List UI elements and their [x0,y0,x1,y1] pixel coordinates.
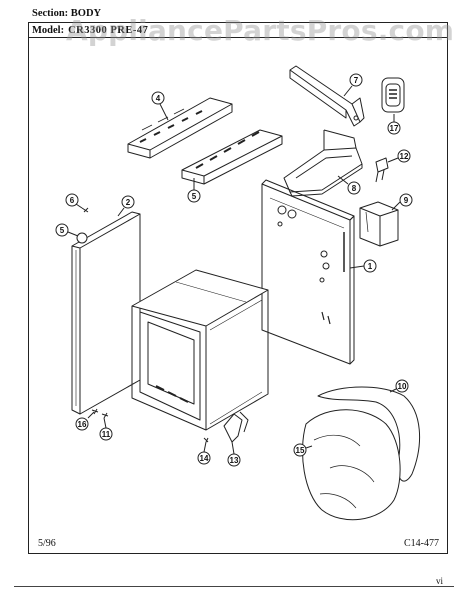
part-16-screw [91,408,99,415]
page-bottom-rule [14,586,454,587]
part-5-clip [76,232,88,244]
part-15-insulation [302,409,401,521]
part-5-bracket [181,129,283,185]
callout-4: 4 [156,94,161,103]
callout-5a: 5 [192,192,197,201]
part-4-bracket [127,97,233,159]
section-heading: Section: BODY [32,8,102,19]
diagram-code: C14-477 [404,538,439,549]
part-12-connector [375,157,389,183]
part-9-box [359,201,399,247]
part-1-side-panel [261,179,355,365]
callout-6: 6 [70,196,75,205]
callout-12: 12 [400,152,409,161]
part-6-screw [81,207,89,213]
corner-mark: vi [436,576,444,586]
watermark: AppliancePartsPros.com [66,14,455,47]
part-7-bracket [289,65,365,127]
oven-cavity [131,269,269,431]
callout-16: 16 [78,420,87,429]
callout-13: 13 [230,456,239,465]
callout-9: 9 [404,196,409,205]
part-14-screw [203,437,209,443]
part-13-bracket [223,411,249,443]
callout-11: 11 [102,430,111,439]
callout-5b: 5 [60,226,65,235]
callout-15: 15 [296,446,305,455]
model-heading: Model:CR3300 PRE-47 [32,25,149,36]
callouts: 4 5 7 17 12 8 9 1 2 6 5 10 16 11 14 13 1… [55,73,413,467]
revision-date: 5/96 [38,538,56,549]
callout-2: 2 [126,198,131,207]
diagram-frame [28,22,448,554]
header-divider [28,37,448,38]
part-10-gasket [317,386,421,482]
part-17-label [381,77,405,113]
callout-1: 1 [368,262,373,271]
part-11-screw [101,412,109,419]
callout-10: 10 [398,382,407,391]
part-8-tray [283,129,363,197]
callout-8: 8 [352,184,357,193]
callout-7: 7 [354,76,359,85]
callout-14: 14 [200,454,209,463]
callout-17: 17 [390,124,399,133]
